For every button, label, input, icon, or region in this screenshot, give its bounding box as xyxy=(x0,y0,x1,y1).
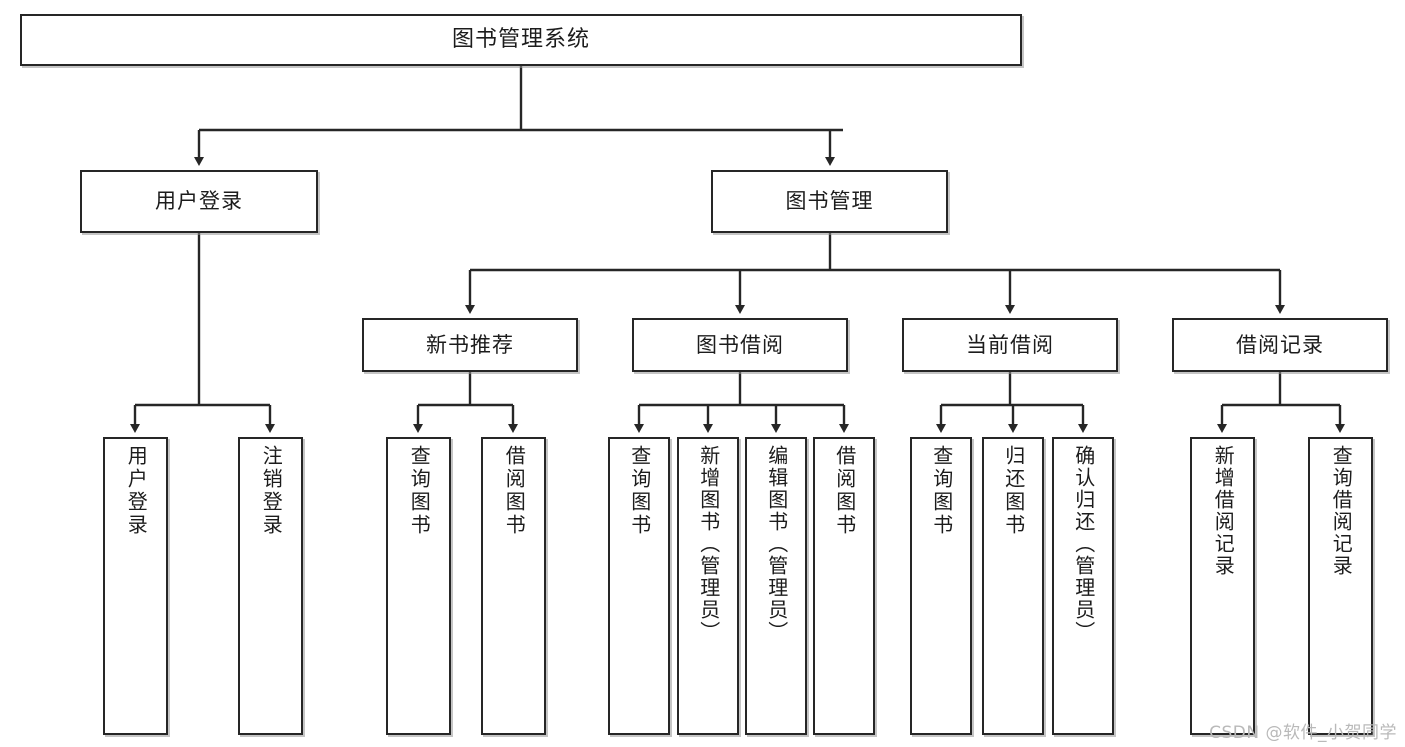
leaf-node[interactable]: 查询图书 xyxy=(386,437,451,735)
node-book-management[interactable]: 图书管理 xyxy=(711,170,948,233)
leaf-node-label: 借阅图书 xyxy=(832,445,857,537)
node-book-borrow[interactable]: 图书借阅 xyxy=(632,318,848,372)
leaf-node-label: 确认归还（管理员） xyxy=(1071,445,1096,643)
leaf-node-label: 查询图书 xyxy=(627,445,652,537)
watermark: CSDN @软件_小贺同学 xyxy=(1209,723,1397,743)
node-book-borrow-label: 图书借阅 xyxy=(696,332,784,357)
node-root-label: 图书管理系统 xyxy=(451,27,590,53)
leaf-node[interactable]: 用户登录 xyxy=(103,437,168,735)
leaf-node[interactable]: 注销登录 xyxy=(238,437,303,735)
node-new-book-recommend[interactable]: 新书推荐 xyxy=(362,318,578,372)
leaf-node-label: 查询图书 xyxy=(929,445,954,537)
leaf-node-label: 归还图书 xyxy=(1001,445,1026,537)
leaf-node-label: 查询图书 xyxy=(407,445,432,537)
leaf-node[interactable]: 查询图书 xyxy=(910,437,972,735)
leaf-node-label: 用户登录 xyxy=(124,445,149,537)
node-borrow-records-label: 借阅记录 xyxy=(1236,332,1324,357)
node-new-book-recommend-label: 新书推荐 xyxy=(426,332,514,357)
node-borrow-records[interactable]: 借阅记录 xyxy=(1172,318,1388,372)
leaf-node[interactable]: 查询借阅记录 xyxy=(1308,437,1373,735)
node-root[interactable]: 图书管理系统 xyxy=(20,14,1022,66)
leaf-node-label: 新增借阅记录 xyxy=(1211,445,1236,577)
leaf-node[interactable]: 确认归还（管理员） xyxy=(1052,437,1114,735)
node-user-login-label: 用户登录 xyxy=(155,189,243,214)
leaf-node[interactable]: 借阅图书 xyxy=(481,437,546,735)
leaf-node[interactable]: 新增图书（管理员） xyxy=(677,437,739,735)
node-current-borrow[interactable]: 当前借阅 xyxy=(902,318,1118,372)
leaf-node-label: 注销登录 xyxy=(259,445,284,537)
leaf-node-label: 编辑图书（管理员） xyxy=(764,445,789,643)
node-book-management-label: 图书管理 xyxy=(785,189,874,214)
node-current-borrow-label: 当前借阅 xyxy=(966,332,1054,357)
leaf-node[interactable]: 编辑图书（管理员） xyxy=(745,437,807,735)
leaf-node-label: 新增图书（管理员） xyxy=(696,445,721,643)
leaf-node[interactable]: 查询图书 xyxy=(608,437,670,735)
leaf-node[interactable]: 借阅图书 xyxy=(813,437,875,735)
node-user-login[interactable]: 用户登录 xyxy=(80,170,318,233)
leaf-node[interactable]: 归还图书 xyxy=(982,437,1044,735)
leaf-node-label: 查询借阅记录 xyxy=(1329,445,1354,577)
leaf-node[interactable]: 新增借阅记录 xyxy=(1190,437,1255,735)
leaf-node-label: 借阅图书 xyxy=(502,445,527,537)
